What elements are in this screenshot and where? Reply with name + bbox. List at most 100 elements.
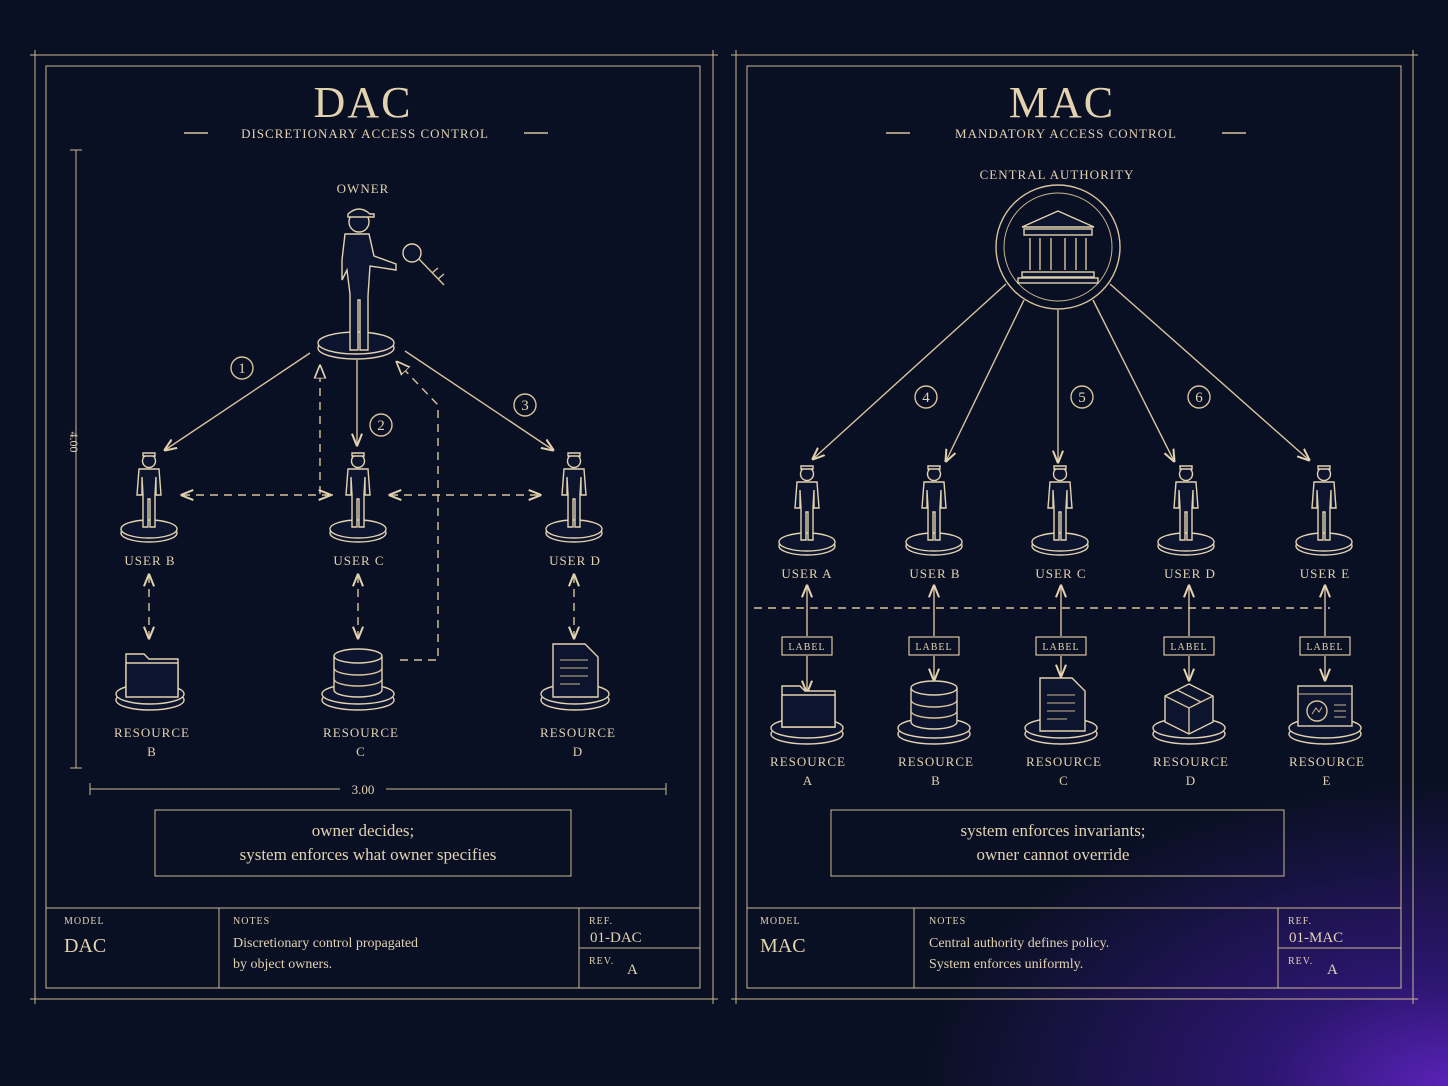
folder-icon	[115, 653, 185, 711]
box-icon	[1152, 683, 1226, 745]
svg-text:2: 2	[377, 418, 385, 434]
step-1-badge: 1	[230, 356, 254, 380]
step-5-badge: 5	[1070, 385, 1094, 409]
dac-title-block: MODEL DAC NOTES Discretionary control pr…	[45, 907, 701, 989]
dac-resource-d-label: RESOURCE	[540, 725, 616, 740]
database-icon	[897, 680, 971, 745]
svg-text:1: 1	[238, 361, 246, 377]
svg-text:C: C	[1059, 773, 1069, 788]
svg-text:system enforces what owner spe: system enforces what owner specifies	[240, 845, 497, 864]
svg-text:B: B	[147, 744, 157, 759]
step-3-badge: 3	[513, 393, 537, 417]
dac-subtitle: DISCRETIONARY ACCESS CONTROL	[241, 126, 489, 141]
svg-text:5: 5	[1078, 390, 1086, 406]
dac-resource-c-label: RESOURCE	[323, 725, 399, 740]
svg-text:REV.: REV.	[589, 956, 614, 967]
document-icon	[540, 643, 610, 711]
mac-title-block: MODEL MAC NOTES Central authority define…	[746, 907, 1402, 989]
dac-rev-value: A	[627, 962, 638, 978]
mac-resource-c-label: RESOURCE	[1026, 754, 1102, 769]
svg-text:NOTES: NOTES	[233, 916, 270, 927]
owner-figure	[317, 208, 397, 360]
mac-subtitle: MANDATORY ACCESS CONTROL	[955, 126, 1177, 141]
svg-text:D: D	[1186, 773, 1196, 788]
user-c-figure	[329, 452, 387, 543]
mac-panel: MAC MANDATORY ACCESS CONTROL CENTRAL AUT…	[731, 50, 1418, 1004]
dac-user-c-label: USER C	[333, 553, 384, 568]
dac-caption-box: owner decides; system enforces what owne…	[154, 809, 572, 877]
user-e-figure	[1295, 465, 1353, 556]
dimension-horizontal-value: 3.00	[352, 782, 375, 797]
mac-rev-value: A	[1327, 962, 1338, 978]
mac-caption-box: system enforces invariants; owner cannot…	[830, 809, 1285, 877]
application-window-icon	[1288, 685, 1362, 745]
user-b-figure	[905, 465, 963, 556]
step-6-badge: 6	[1187, 385, 1211, 409]
svg-text:E: E	[1323, 773, 1332, 788]
svg-text:B: B	[931, 773, 941, 788]
database-icon	[321, 648, 395, 711]
svg-text:4: 4	[922, 390, 930, 406]
mac-user-e-label: USER E	[1300, 566, 1350, 581]
document-icon	[1024, 677, 1098, 745]
dac-title: DAC	[314, 78, 413, 127]
dac-resource-b-label: RESOURCE	[114, 725, 190, 740]
security-labels: LABEL LABEL LABEL LABEL LABEL	[781, 636, 1351, 656]
mac-user-d-label: USER D	[1164, 566, 1216, 581]
svg-text:MODEL: MODEL	[64, 916, 105, 927]
svg-text:system enforces invariants;: system enforces invariants;	[960, 821, 1145, 840]
svg-text:6: 6	[1195, 390, 1203, 406]
svg-text:NOTES: NOTES	[929, 916, 966, 927]
step-4-badge: 4	[914, 385, 938, 409]
mac-resource-e-label: RESOURCE	[1289, 754, 1365, 769]
label-tag-c: LABEL	[1042, 642, 1079, 653]
owner-label: OWNER	[337, 181, 390, 196]
svg-text:Discretionary control propagat: Discretionary control propagated	[233, 936, 418, 951]
mac-resource-a-label: RESOURCE	[770, 754, 846, 769]
step-2-badge: 2	[369, 413, 393, 437]
user-d-figure	[545, 452, 603, 543]
mac-resource-d-label: RESOURCE	[1153, 754, 1229, 769]
user-c-figure	[1031, 465, 1089, 556]
user-a-figure	[778, 465, 836, 556]
folder-icon	[770, 685, 844, 745]
mac-ref-value: 01-MAC	[1289, 930, 1343, 946]
central-authority-label: CENTRAL AUTHORITY	[980, 167, 1135, 182]
dimension-vertical-value: 4.00	[67, 432, 81, 453]
label-tag-d: LABEL	[1170, 642, 1207, 653]
mac-user-c-label: USER C	[1035, 566, 1086, 581]
svg-text:REF.: REF.	[1288, 916, 1312, 927]
svg-text:by object owners.: by object owners.	[233, 957, 332, 972]
dimension-vertical: 4.00	[67, 149, 82, 769]
svg-text:3: 3	[521, 398, 529, 414]
dac-panel: DAC DISCRETIONARY ACCESS CONTROL 4.00 3.…	[30, 50, 718, 1004]
svg-text:owner cannot override: owner cannot override	[977, 845, 1130, 864]
label-tag-e: LABEL	[1306, 642, 1343, 653]
key-icon	[402, 243, 445, 286]
label-connectors	[807, 586, 1325, 692]
svg-text:MODEL: MODEL	[760, 916, 801, 927]
dac-model-value: DAC	[64, 935, 106, 957]
svg-text:C: C	[356, 744, 366, 759]
user-b-figure	[120, 452, 178, 543]
mac-resource-b-label: RESOURCE	[898, 754, 974, 769]
svg-text:Central authority defines poli: Central authority defines policy.	[929, 936, 1109, 951]
dac-user-b-label: USER B	[124, 553, 175, 568]
dac-user-d-label: USER D	[549, 553, 601, 568]
dac-ref-value: 01-DAC	[590, 930, 642, 946]
authority-building-icon	[995, 184, 1121, 310]
dimension-horizontal: 3.00	[89, 782, 667, 797]
svg-text:System enforces uniformly.: System enforces uniformly.	[929, 957, 1083, 972]
mac-model-value: MAC	[760, 935, 806, 957]
mac-user-a-label: USER A	[781, 566, 832, 581]
label-tag-b: LABEL	[915, 642, 952, 653]
mac-user-b-label: USER B	[909, 566, 960, 581]
label-tag-a: LABEL	[788, 642, 825, 653]
mac-title: MAC	[1009, 78, 1115, 127]
svg-text:A: A	[803, 773, 813, 788]
svg-text:REV.: REV.	[1288, 956, 1313, 967]
svg-text:REF.: REF.	[589, 916, 613, 927]
svg-text:D: D	[573, 744, 583, 759]
svg-text:owner decides;: owner decides;	[312, 821, 414, 840]
